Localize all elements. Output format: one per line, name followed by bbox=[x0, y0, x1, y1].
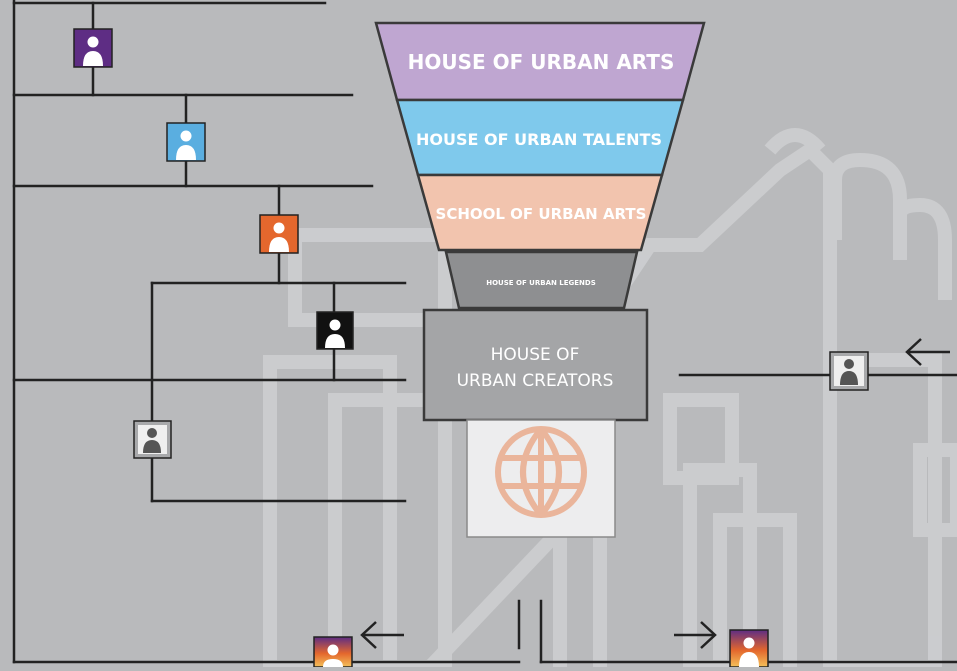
globe-icon bbox=[495, 426, 587, 518]
creators-line-2: URBAN CREATORS bbox=[457, 371, 614, 391]
funnel: HOUSE OF URBAN ARTS HOUSE OF URBAN TALEN… bbox=[374, 21, 706, 310]
person-icon bbox=[259, 214, 299, 254]
person-icon bbox=[316, 311, 354, 350]
person-icon bbox=[313, 636, 353, 668]
funnel-level-1-label: HOUSE OF URBAN ARTS bbox=[408, 50, 675, 74]
funnel-level-2-label: HOUSE OF URBAN TALENTS bbox=[416, 130, 662, 149]
globe-panel bbox=[466, 419, 616, 538]
arrow-right-icon bbox=[674, 621, 717, 649]
arrow-left-icon bbox=[905, 338, 950, 366]
funnel-level-3 bbox=[416, 173, 664, 252]
arrow-left-icon bbox=[360, 621, 404, 649]
creators-line-1: HOUSE OF bbox=[491, 345, 580, 365]
background-cityscape bbox=[263, 128, 957, 671]
person-icon bbox=[729, 629, 769, 668]
funnel-level-4 bbox=[444, 250, 639, 310]
creators-box: HOUSE OF URBAN CREATORS bbox=[422, 308, 649, 422]
person-icon bbox=[73, 28, 113, 68]
person-icon bbox=[133, 420, 172, 459]
funnel-level-4-label: HOUSE OF URBAN LEGENDS bbox=[486, 279, 596, 287]
funnel-level-3-label: SCHOOL OF URBAN ARTS bbox=[436, 205, 647, 223]
person-icon bbox=[829, 351, 869, 391]
connector-lines bbox=[12, 0, 957, 664]
person-icon bbox=[166, 122, 206, 162]
